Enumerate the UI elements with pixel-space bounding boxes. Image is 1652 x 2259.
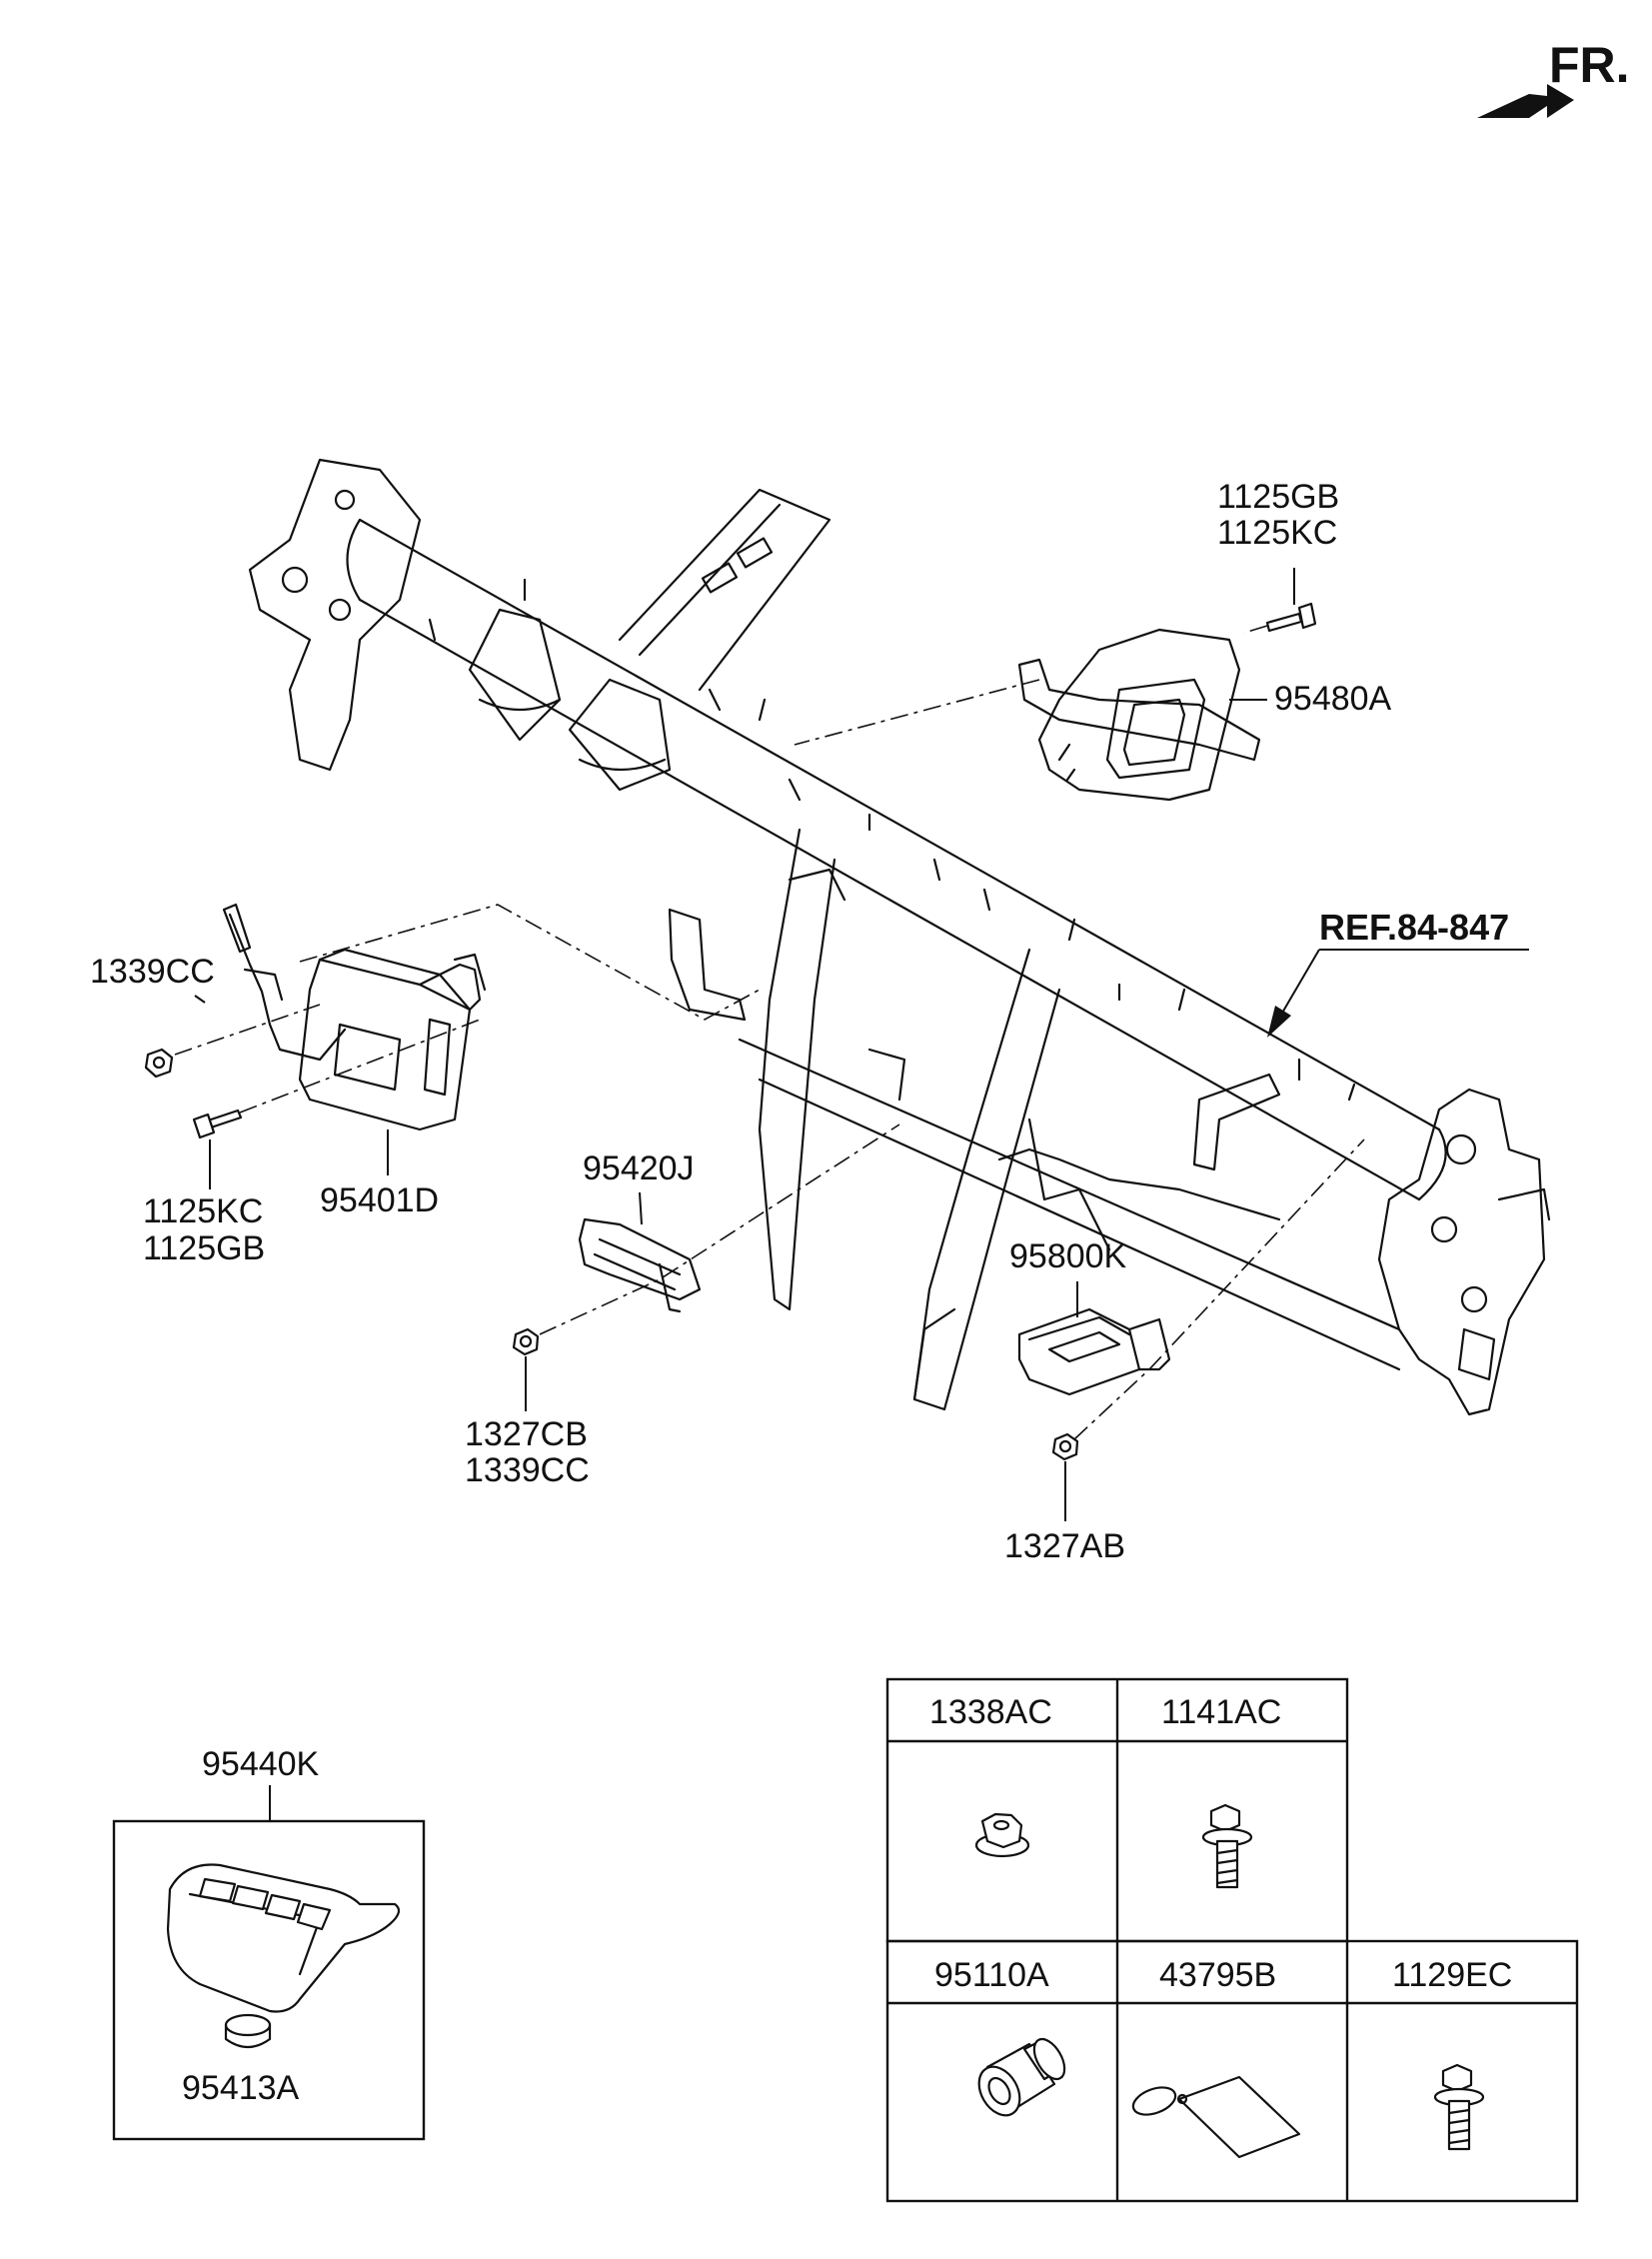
front-arrow-icon — [1477, 84, 1574, 118]
table-code-95110a: 95110A — [934, 1956, 1049, 1994]
callout-1125kc-top: 1125KC — [1217, 514, 1337, 552]
callout-1327cb: 1327CB — [465, 1415, 588, 1453]
parts-table: 1338AC 1141AC 95110A 43795B 1129EC — [885, 1677, 1579, 2203]
front-label: FR. — [1549, 37, 1630, 93]
flange-bolt-icon — [1201, 1803, 1253, 1889]
ref-arrowhead-icon — [1267, 1006, 1291, 1038]
table-code-1129ec: 1129EC — [1392, 1956, 1512, 1994]
callout-1339cc-left: 1339CC — [90, 953, 215, 991]
callout-95420j: 95420J — [583, 1149, 695, 1187]
callout-1125gb-left: 1125GB — [143, 1229, 265, 1267]
smart-key-fob-icon — [166, 1863, 401, 2013]
sensor-95800k — [1017, 1307, 1171, 1396]
callout-95480a: 95480A — [1274, 680, 1392, 718]
key-fob-panel: 95440K 95413A — [112, 1745, 426, 2141]
nut-1339cc-left — [144, 1048, 174, 1079]
bracket-95420j — [578, 1217, 702, 1313]
coin-battery-icon — [224, 2013, 272, 2049]
crossmember-assembly — [248, 458, 1551, 1416]
callout-1327ab: 1327AB — [1004, 1527, 1125, 1565]
front-direction-indicator: FR. — [1477, 37, 1630, 118]
table-code-43795b: 43795B — [1159, 1956, 1276, 1994]
assembly-lines — [174, 625, 1365, 1440]
leader-lines — [194, 568, 1529, 1521]
module-95401d — [222, 903, 487, 1131]
callout-1125gb-top: 1125GB — [1217, 478, 1339, 516]
bolt-1125gb-top — [1265, 602, 1317, 633]
battery-label: 95413A — [182, 2069, 300, 2107]
flange-nut-icon — [974, 1812, 1030, 1858]
callout-1339cc-mid: 1339CC — [465, 1451, 590, 1489]
module-95480a — [1017, 628, 1261, 802]
bolt-1125kc-left — [192, 1109, 243, 1139]
callout-95800k: 95800K — [1009, 1237, 1127, 1275]
callout-labels: 1125GB 1125KC 95480A 1339CC 1125KC 1125G… — [90, 478, 1509, 1565]
key-tag-icon — [1131, 2075, 1301, 2159]
callout-95401d: 95401D — [320, 1181, 439, 1219]
table-code-1338ac: 1338AC — [929, 1693, 1052, 1731]
flange-bolt-icon — [1433, 2063, 1485, 2151]
key-fob-title: 95440K — [202, 1745, 320, 1783]
callout-1125kc-left: 1125KC — [143, 1192, 263, 1230]
nut-1327ab — [1051, 1432, 1079, 1461]
key-fob-box — [112, 1819, 426, 2141]
table-code-1141ac: 1141AC — [1161, 1693, 1281, 1731]
nut-1327cb — [512, 1327, 540, 1356]
key-cylinder-icon — [977, 2037, 1066, 2117]
reference-label: REF.84-847 — [1319, 907, 1509, 948]
